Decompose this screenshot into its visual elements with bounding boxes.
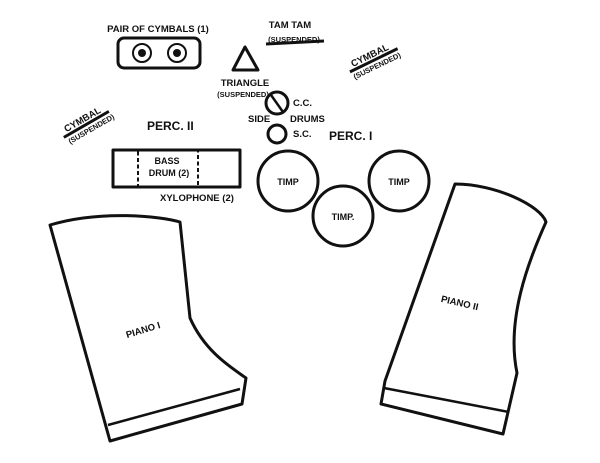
piano-ii-label: PIANO II bbox=[440, 294, 480, 313]
timp-left-label: TIMP bbox=[277, 177, 299, 187]
piano-i: PIANO I bbox=[48, 214, 248, 443]
cymbal-left-plate bbox=[132, 43, 152, 63]
piano-i-label: PIANO I bbox=[125, 320, 162, 341]
timp-bottom-label: TIMP. bbox=[332, 212, 355, 222]
cymbals-case bbox=[116, 36, 202, 70]
pair-of-cymbals: PAIR OF CYMBALS (1) bbox=[107, 24, 209, 70]
cymbal-left: CYMBAL (SUSPENDED) bbox=[62, 105, 116, 146]
bass-drum-and-xylophone: BASS DRUM (2) XYLOPHONE (2) bbox=[111, 148, 242, 204]
perc-ii-label: PERC. II bbox=[147, 119, 194, 133]
timp-bottom-drum bbox=[311, 184, 375, 248]
bass-drum-label-line2: DRUM (2) bbox=[149, 168, 190, 178]
tam-tam-label: TAM TAM bbox=[269, 20, 311, 31]
triangle-sub-label: (SUSPENDED) bbox=[217, 90, 269, 99]
timp-right-drum bbox=[367, 149, 431, 213]
timpani: TIMP TIMP TIMP. bbox=[256, 149, 431, 248]
side-label: SIDE bbox=[248, 114, 270, 125]
bass-drum-outline bbox=[137, 149, 199, 188]
timp-right-label: TIMP bbox=[388, 177, 410, 187]
cymbal-right: CYMBAL (SUSPENDED) bbox=[349, 42, 403, 81]
pair-of-cymbals-label: PAIR OF CYMBALS (1) bbox=[107, 24, 209, 35]
tam-tam-bar bbox=[265, 39, 325, 46]
tam-tam: TAM TAM (SUSPENDED) bbox=[265, 20, 325, 46]
cymbal-right-center bbox=[173, 49, 181, 57]
xylophone-label: XYLOPHONE (2) bbox=[160, 193, 234, 204]
cymbal-left-bar bbox=[63, 110, 110, 139]
triangle-icon bbox=[231, 45, 260, 72]
tam-tam-sub-label: (SUSPENDED) bbox=[268, 35, 320, 44]
cc-drum-icon bbox=[264, 90, 290, 116]
timp-left-drum bbox=[256, 149, 320, 213]
piano-ii: PIANO II bbox=[379, 182, 548, 436]
triangle-label: TRIANGLE bbox=[221, 78, 270, 89]
cc-label: C.C. bbox=[293, 98, 312, 109]
cymbal-right-plate bbox=[167, 43, 187, 63]
cymbal-right-bar bbox=[349, 47, 399, 74]
cymbal-left-center bbox=[138, 49, 146, 57]
bass-drum-label-line1: BASS bbox=[154, 156, 179, 166]
piano-i-keyboard-line bbox=[107, 387, 241, 427]
triangle-instrument: TRIANGLE (SUSPENDED) bbox=[217, 45, 270, 99]
piano-i-body bbox=[48, 214, 248, 443]
side-drums: C.C. SIDE DRUMS S.C. bbox=[248, 90, 325, 145]
sc-drum-icon bbox=[266, 123, 288, 145]
piano-ii-body bbox=[379, 182, 548, 436]
drums-label: DRUMS bbox=[290, 114, 325, 125]
sc-label: S.C. bbox=[293, 129, 311, 140]
cc-drum-stick bbox=[269, 94, 285, 113]
perc-i-label: PERC. I bbox=[329, 129, 372, 143]
piano-ii-keyboard-line bbox=[383, 386, 510, 414]
